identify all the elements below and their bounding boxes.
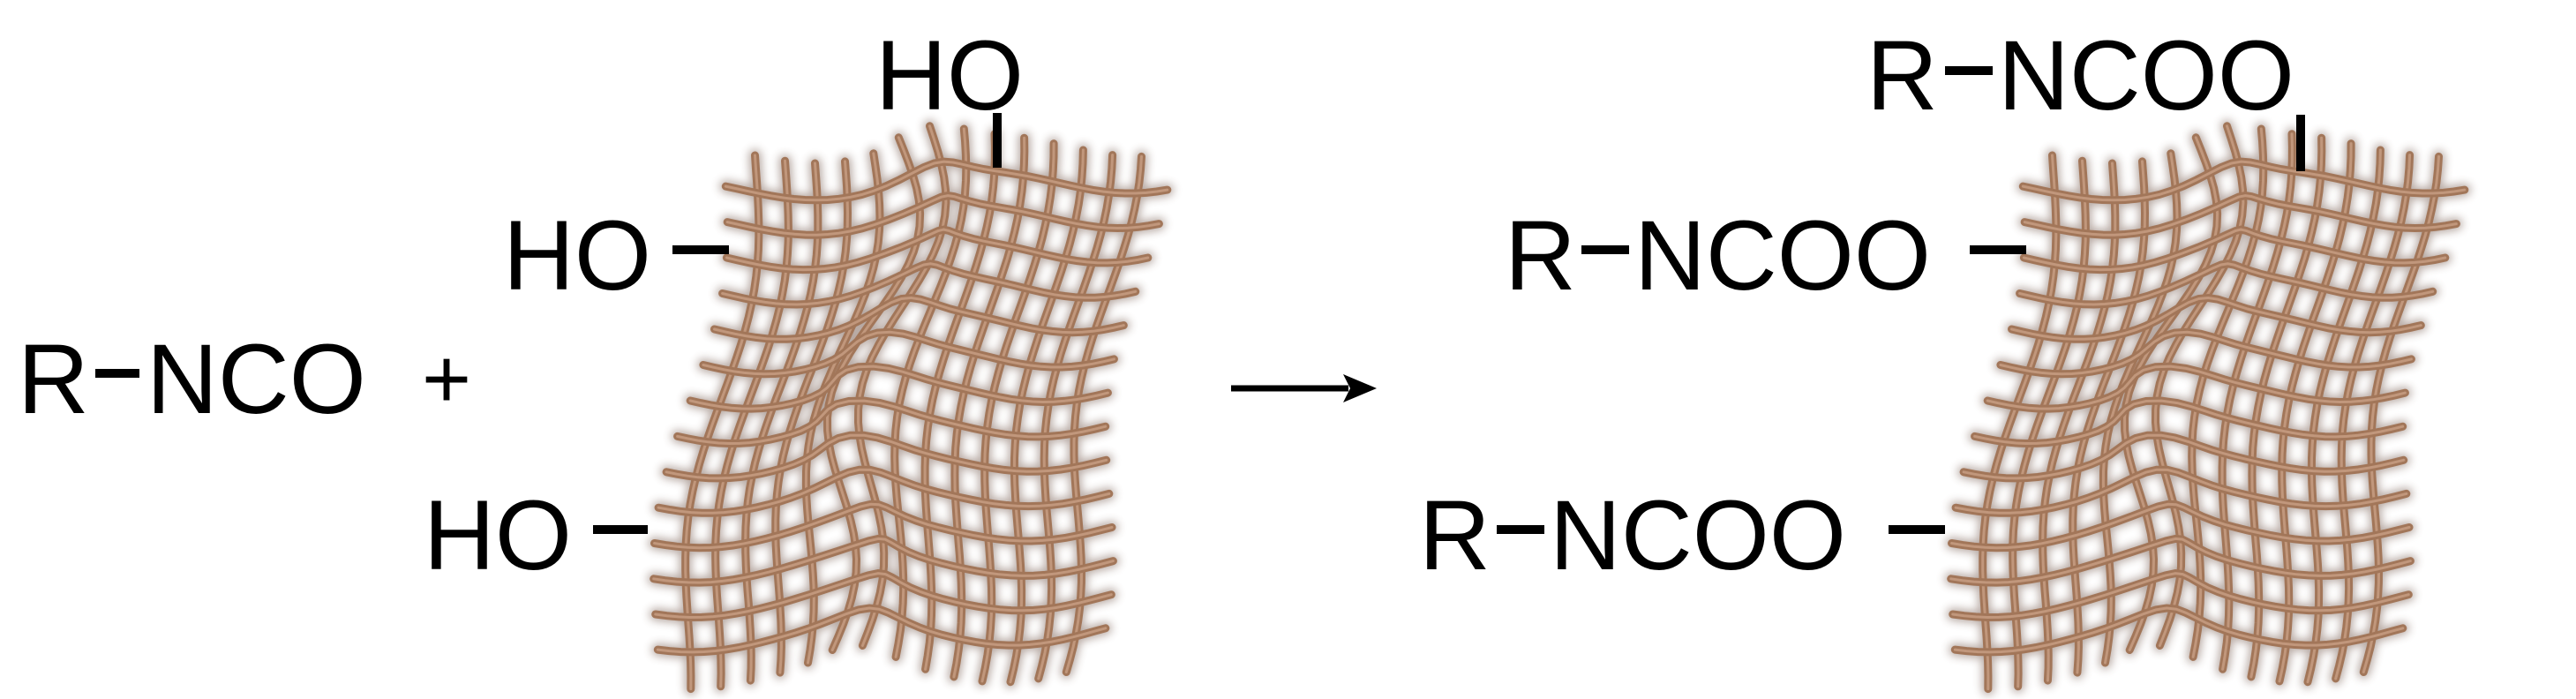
r-group-label: R [1866, 20, 1938, 131]
hydroxyl-label-middle: HO [503, 200, 651, 311]
urethane-groups: R NCOO R NCOO R NCOO [1419, 20, 2305, 590]
reaction-arrow [1231, 374, 1377, 402]
hydroxyl-groups: HO HO HO [424, 20, 1024, 590]
ncoo-label: NCOO [1998, 20, 2294, 131]
plus-sign: + [422, 332, 471, 426]
cellulose-mesh-reactant [647, 119, 1174, 695]
hydroxyl-label-bottom: HO [424, 480, 572, 590]
urethane-group-bottom: R NCOO [1419, 480, 1945, 590]
r-group-label: R [18, 324, 89, 434]
urethane-group-middle: R NCOO [1505, 200, 2026, 311]
ncoo-label: NCOO [1634, 200, 1931, 311]
cellulose-mesh-product [1944, 119, 2471, 695]
r-group-label: R [1419, 480, 1491, 590]
r-group-label: R [1505, 200, 1576, 311]
hydroxyl-label-top: HO [875, 20, 1024, 131]
nco-label: NCO [146, 324, 366, 434]
isocyanate-reactant: R NCO + [18, 324, 471, 434]
urethane-group-top: R NCOO [1866, 20, 2305, 171]
ncoo-label: NCOO [1550, 480, 1846, 590]
